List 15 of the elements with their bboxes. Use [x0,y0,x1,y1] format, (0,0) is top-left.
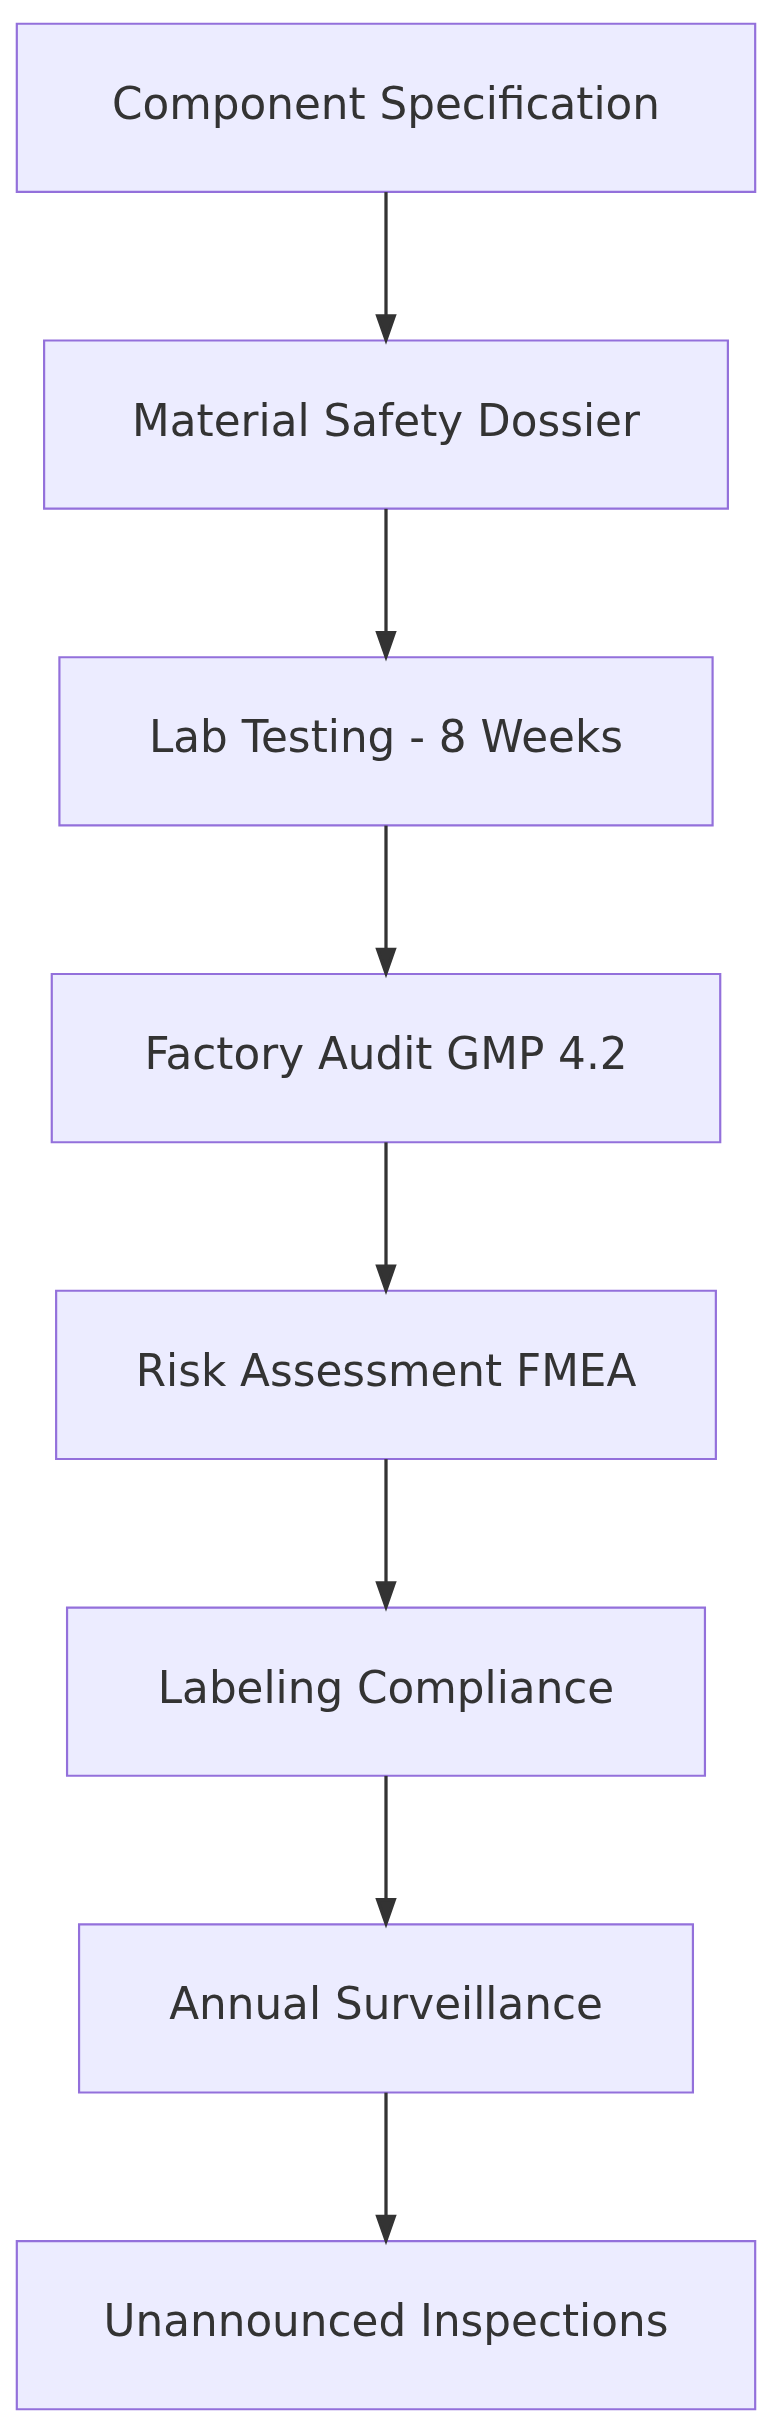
arrow [375,191,397,345]
node-box: Annual Surveillance [77,1922,694,2094]
node-box: Material Safety Dossier [43,338,729,510]
node-box: Factory Audit GMP 4.2 [50,972,722,1143]
node-box: Labeling Compliance [65,1605,707,1777]
arrow [375,825,397,978]
arrow [375,1775,397,1929]
node-box: Unannounced Inspections [15,2239,757,2410]
node-box: Risk Assessment FMEA [55,1289,717,1460]
arrow [375,1458,397,1612]
arrow [375,508,397,662]
arrow [375,1141,397,1295]
node-box: Component Specification [15,22,757,193]
arrow [375,2092,397,2245]
node-box: Lab Testing - 8 Weeks [58,655,714,827]
